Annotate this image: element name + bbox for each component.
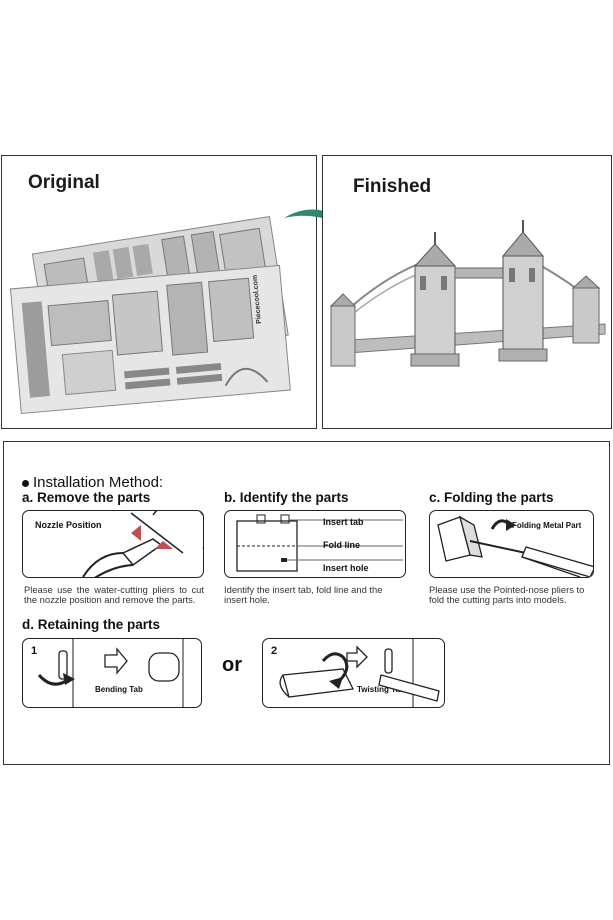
bullet-icon (22, 479, 29, 487)
fold-line-label: Fold line (323, 540, 360, 550)
bending-tab-icon (37, 639, 184, 707)
metal-sheets-image (2, 156, 318, 430)
step-c-title: c. Folding the parts (429, 490, 554, 505)
step-c-description: Please use the Pointed-nose pliers to fo… (429, 584, 585, 605)
step-a-title: a. Remove the parts (22, 490, 151, 505)
or-text: or (222, 654, 242, 676)
twisting-tab-icon (279, 639, 440, 707)
twisting-tab-label: Twisting Tab (357, 685, 405, 694)
bending-tab-label: Bending Tab (95, 685, 143, 694)
twisting-tab-illustration: 2 Twisting Tab (262, 638, 445, 708)
step-b-illustration: Insert tab Fold line Insert hole (224, 510, 406, 578)
tower-bridge-model-image (323, 156, 613, 430)
installation-heading-text: Installation Method: (33, 474, 164, 491)
bending-tab-illustration: 1 Bending Tab (22, 638, 202, 708)
folding-metal-part-label: Folding Metal Part (512, 521, 582, 530)
pointed-nose-pliers-icon (437, 515, 593, 577)
nozzle-position-label: Nozzle Position (35, 520, 102, 530)
step-a-illustration: Nozzle Position (22, 510, 204, 578)
option-2-number: 2 (271, 645, 278, 657)
step-c-illustration: Folding Metal Part (429, 510, 594, 578)
installation-panel: Installation Method: a. Remove the parts… (3, 441, 610, 765)
water-cutting-pliers-icon (82, 511, 203, 577)
finished-title: Finished (353, 176, 432, 197)
step-b-title: b. Identify the parts (224, 490, 349, 505)
insert-hole-label: Insert hole (323, 563, 369, 573)
installation-heading: Installation Method: (22, 474, 163, 491)
step-a-description: Please use the water-cutting pliers to c… (24, 584, 204, 605)
original-title: Original (28, 172, 100, 193)
original-panel: Original (1, 155, 317, 429)
option-1-number: 1 (31, 645, 38, 657)
step-d-title: d. Retaining the parts (22, 617, 161, 632)
part-diagram-icon (236, 514, 403, 572)
finished-panel: Finished (322, 155, 612, 429)
step-b-description: Identify the insert tab, fold line and t… (224, 584, 383, 605)
insert-tab-label: Insert tab (323, 517, 364, 527)
